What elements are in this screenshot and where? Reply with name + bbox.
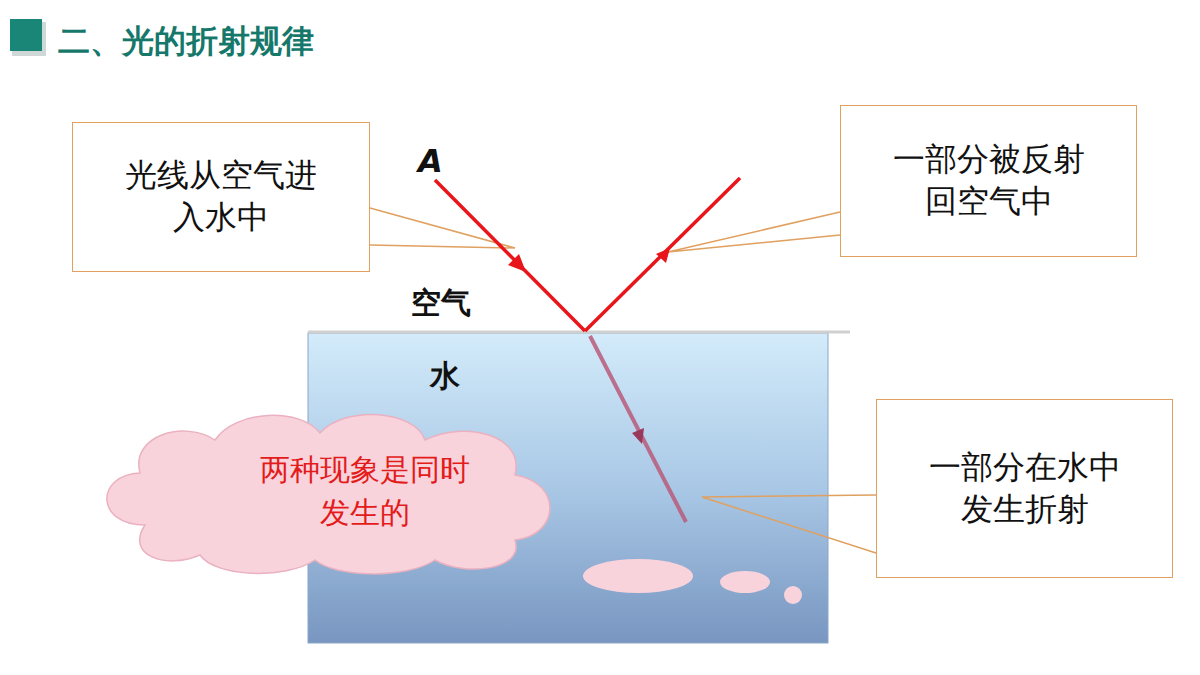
- cloud-shape: [85, 405, 565, 577]
- ray-arrow: [508, 254, 526, 272]
- medium-label: 水: [430, 356, 460, 397]
- water-surface: [308, 331, 850, 334]
- callout-text: 一部分在水中发生折射: [925, 447, 1125, 530]
- cloud-bubble: [583, 559, 693, 593]
- cloud-bubble: [784, 586, 802, 604]
- refracted-ray: [590, 336, 686, 522]
- reflected-ray: [585, 178, 740, 331]
- leader-line: [702, 495, 876, 553]
- ray-arrow: [632, 428, 644, 444]
- leader-line: [370, 208, 515, 248]
- point-label: A: [418, 142, 443, 180]
- callout-text: 光线从空气进入水中: [121, 155, 321, 238]
- callout-box: 光线从空气进入水中: [72, 122, 370, 272]
- leader-line: [668, 212, 840, 252]
- callout-text: 一部分被反射回空气中: [889, 139, 1089, 222]
- slide-title: 二、光的折射规律: [58, 20, 314, 64]
- cloud-bubble: [720, 571, 770, 593]
- cloud-outline: [107, 415, 550, 574]
- callout-box: 一部分被反射回空气中: [840, 105, 1137, 257]
- ray-arrow: [656, 248, 670, 263]
- callout-box: 一部分在水中发生折射: [876, 399, 1173, 578]
- note-text: 两种现象是同时发生的: [255, 448, 475, 535]
- title-icon: [10, 19, 42, 51]
- medium-label: 空气: [411, 283, 471, 324]
- note-cloud: 两种现象是同时发生的: [85, 405, 565, 577]
